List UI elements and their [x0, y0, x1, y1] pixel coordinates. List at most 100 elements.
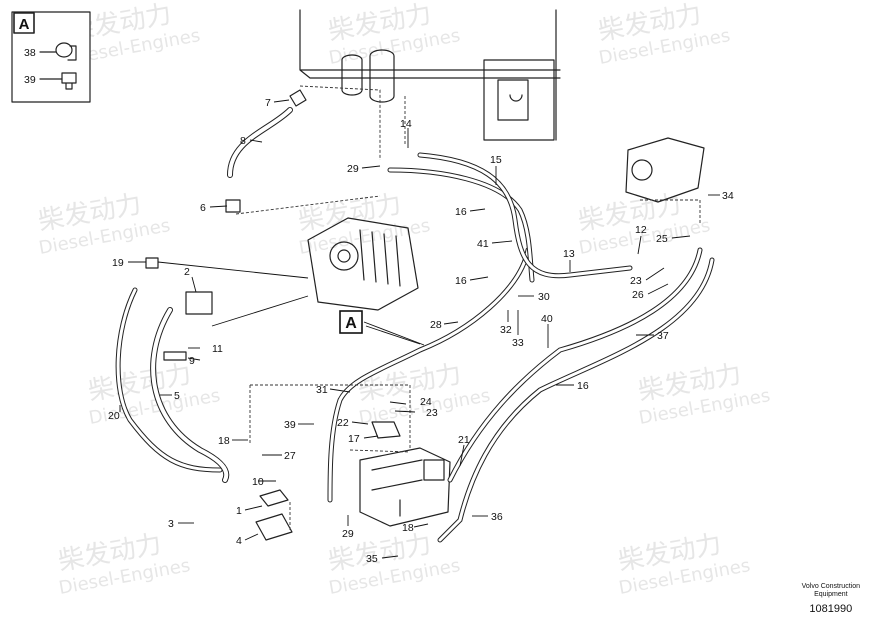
part-38-stem: [67, 45, 77, 61]
leader: [381, 555, 399, 559]
leader: [459, 444, 465, 467]
footer-company: Volvo Construction: [801, 583, 860, 590]
part-label-34: 34: [722, 190, 734, 202]
part-label-40: 40: [541, 313, 553, 325]
part-label-35: 35: [366, 553, 378, 565]
part-label-18: 18: [218, 435, 230, 447]
part-label-16: 16: [455, 275, 467, 287]
part-label-16: 16: [455, 206, 467, 218]
part-label-23: 23: [630, 275, 642, 287]
tank-outline: [299, 9, 561, 141]
aux-pump-port: [631, 159, 653, 181]
leader: [469, 276, 489, 281]
dashed-link: [250, 384, 411, 450]
hose-20-inner: [116, 288, 222, 472]
clamp-2: [185, 291, 213, 315]
leader: [469, 208, 486, 212]
leader: [394, 410, 416, 413]
hose-15: [387, 167, 535, 283]
part-label-12: 12: [635, 224, 647, 236]
part-label-22: 22: [337, 417, 349, 429]
part-label-28: 28: [430, 319, 442, 331]
valve-block: [359, 447, 451, 527]
callout-a-leader: [363, 321, 425, 346]
leader: [211, 295, 309, 327]
hose-8-inner: [228, 108, 292, 177]
part-39-plug: [61, 72, 77, 90]
footer: Volvo Construction Equipment 1081990: [802, 583, 860, 616]
hose-36: [437, 257, 715, 543]
main-pump-port: [329, 241, 359, 271]
part-label-2: 2: [184, 266, 190, 278]
dashed-link: [349, 449, 411, 453]
main-pump-hub: [337, 249, 351, 263]
part-label-10: 10: [252, 476, 264, 488]
filter-right: [369, 49, 395, 103]
callout-a-box: [339, 310, 363, 334]
leader: [249, 139, 263, 143]
fitting-6: [225, 199, 241, 213]
dashed-link: [299, 85, 381, 160]
leader: [413, 523, 429, 528]
leader: [244, 505, 263, 511]
hose-5-inner: [151, 308, 229, 482]
part-label-14: 14: [400, 118, 412, 130]
part-label-6: 6: [200, 202, 206, 214]
clamp-17: [371, 421, 401, 439]
part-label-21: 21: [458, 434, 470, 446]
part-label-19: 19: [112, 257, 124, 269]
leader: [491, 240, 513, 244]
part-label-30: 30: [538, 291, 550, 303]
part-label-20: 20: [108, 410, 120, 422]
hose-15-inner: [388, 168, 534, 282]
part-label-33: 33: [512, 337, 524, 349]
part-label-25: 25: [656, 233, 668, 245]
part-label-1: 1: [236, 505, 242, 517]
leader: [389, 401, 407, 405]
part-38-cap: [55, 42, 73, 58]
part-label-31: 31: [316, 384, 328, 396]
leader: [157, 261, 309, 279]
part-label-3: 3: [168, 518, 174, 530]
part-label-4: 4: [236, 535, 242, 547]
part-label-41: 41: [477, 238, 489, 250]
detail-a-letter: A: [19, 16, 30, 33]
detail-a-tag: [13, 12, 35, 34]
leader: [351, 421, 369, 425]
clamp-1: [259, 489, 289, 507]
part-label-16: 16: [577, 380, 589, 392]
bracket-right: [423, 459, 445, 481]
leader: [443, 321, 459, 325]
leader: [273, 99, 290, 103]
fitting-19: [145, 257, 159, 269]
clamp-4: [255, 513, 293, 541]
tank-lower-panel: [483, 59, 555, 141]
part-label-7: 7: [265, 97, 271, 109]
tank-bracket: [497, 79, 529, 121]
hose-13-inner: [418, 153, 632, 278]
part-label-11: 11: [212, 343, 223, 355]
leader: [363, 435, 379, 439]
footer-division: Equipment: [814, 591, 848, 598]
hose-37-inner: [448, 248, 702, 482]
valve-block-detail: [371, 459, 423, 517]
part-label-36: 36: [491, 511, 503, 523]
part-label-24: 24: [420, 396, 432, 408]
part-label-15: 15: [490, 154, 502, 166]
leader: [187, 357, 201, 361]
aux-pump: [625, 137, 705, 203]
leader: [361, 165, 381, 169]
hose-36-inner: [438, 258, 714, 542]
part-label-29: 29: [342, 528, 354, 540]
filter-left: [341, 54, 363, 96]
footer-doc-number: 1081990: [809, 603, 853, 615]
part-label-38: 38: [24, 47, 36, 59]
leader: [329, 388, 351, 393]
part-label-26: 26: [632, 289, 644, 301]
dashed-link: [235, 195, 381, 215]
leader: [637, 235, 642, 255]
dashed-link: [640, 199, 701, 225]
